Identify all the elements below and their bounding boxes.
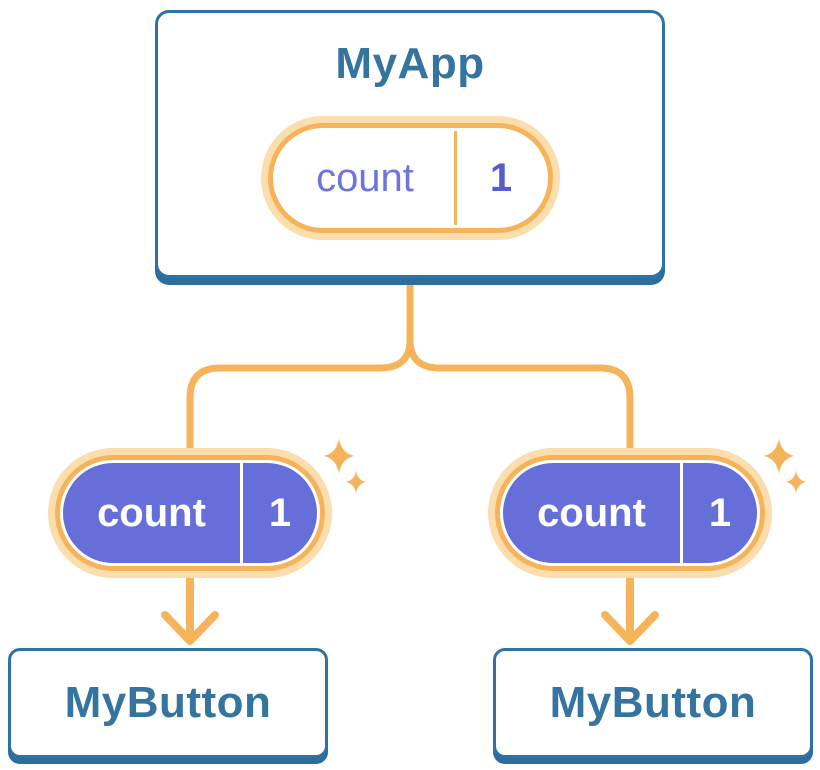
sparkle-icon: [346, 470, 366, 494]
arrow-right-head-icon: [601, 611, 659, 645]
component-box-mybutton-right: MyButton: [493, 648, 813, 758]
state-name: count: [537, 490, 646, 535]
sparkle-icon: [786, 470, 806, 494]
state-pill-root: count 1: [268, 123, 553, 233]
state-value: 1: [708, 490, 732, 535]
state-pill-core: count 1: [503, 463, 757, 563]
component-title: MyApp: [335, 39, 485, 88]
state-pill-left-child: count 1: [55, 455, 325, 571]
component-box-myapp: MyApp: [155, 10, 665, 278]
branch-left-line: [186, 272, 414, 470]
component-title: MyButton: [64, 678, 272, 727]
arrow-left-head-icon: [161, 611, 219, 645]
pill-divider: [454, 131, 457, 225]
state-pill-core: count 1: [276, 131, 545, 225]
state-value: 1: [268, 490, 292, 535]
component-title: MyButton: [549, 678, 757, 727]
state-name: count: [316, 155, 414, 200]
branch-right-line: [406, 272, 634, 470]
pill-divider: [680, 463, 683, 563]
sparkle-icon: [323, 438, 355, 474]
state-pill-right-child: count 1: [495, 455, 765, 571]
state-name: count: [97, 490, 206, 535]
state-pill-core: count 1: [63, 463, 317, 563]
pill-divider: [240, 463, 243, 563]
component-box-mybutton-left: MyButton: [8, 648, 328, 758]
sparkle-icon: [763, 438, 795, 474]
state-value: 1: [489, 155, 513, 200]
